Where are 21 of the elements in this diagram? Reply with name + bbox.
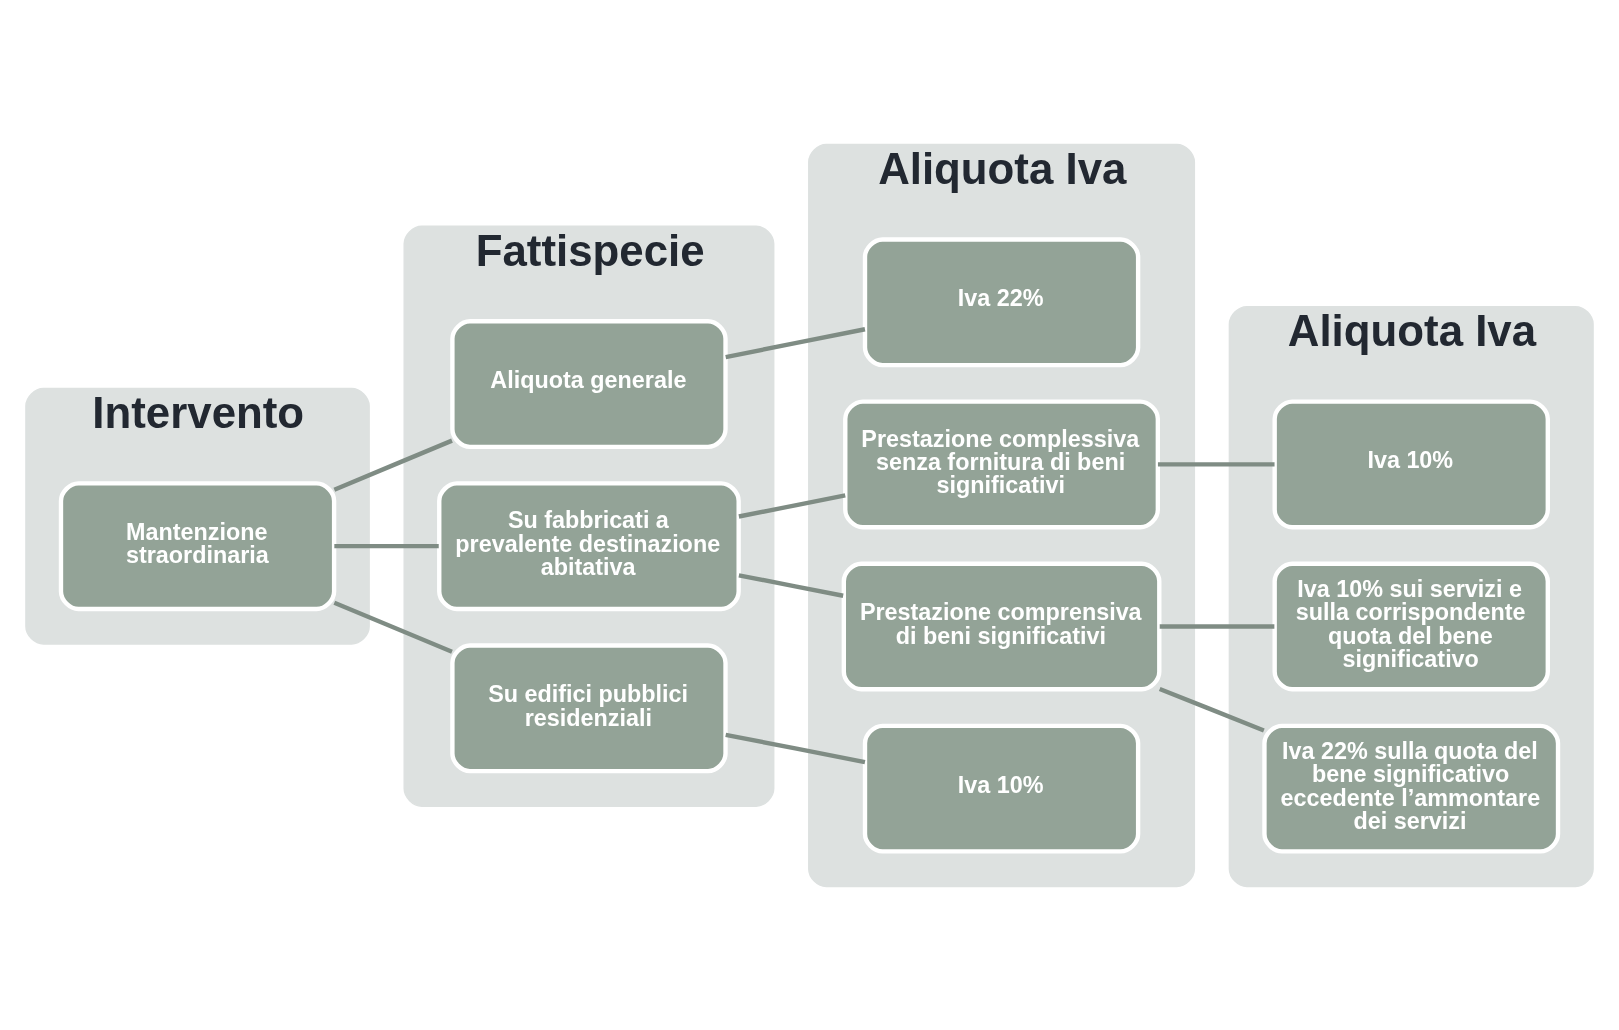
node-box: Mantenzione straordinaria [58, 480, 337, 611]
node-box: Iva 10% sui servizi e sulla corrispondente quota del bene significativo [1272, 561, 1550, 691]
node-box: Iva 10% [862, 723, 1141, 854]
node-box: Prestazione complessiva senza fornitura di beni significativi [843, 398, 1161, 529]
connector [738, 572, 844, 598]
connector [1159, 623, 1275, 629]
node-box: Su fabbricati a prevalente destinazione abitativa [437, 480, 741, 611]
connector [333, 600, 453, 654]
connector [334, 543, 439, 548]
connector [725, 326, 866, 359]
node-box: Iva 22% sulla quota del bene significativo eccedente l’ammontare dei servizi [1262, 723, 1561, 854]
node-box: Iva 22% [862, 236, 1141, 367]
node-box: Aliquota generale [450, 318, 728, 449]
node-box: Prestazione comprensiva di beni significativi [841, 561, 1162, 691]
node-box: Iva 10% [1272, 398, 1550, 529]
connector [1157, 461, 1275, 467]
node-box: Su edifici pubblici residenziali [450, 642, 728, 773]
connector [333, 438, 453, 492]
connector [1158, 686, 1265, 732]
connector [738, 492, 846, 519]
connector [725, 732, 866, 764]
